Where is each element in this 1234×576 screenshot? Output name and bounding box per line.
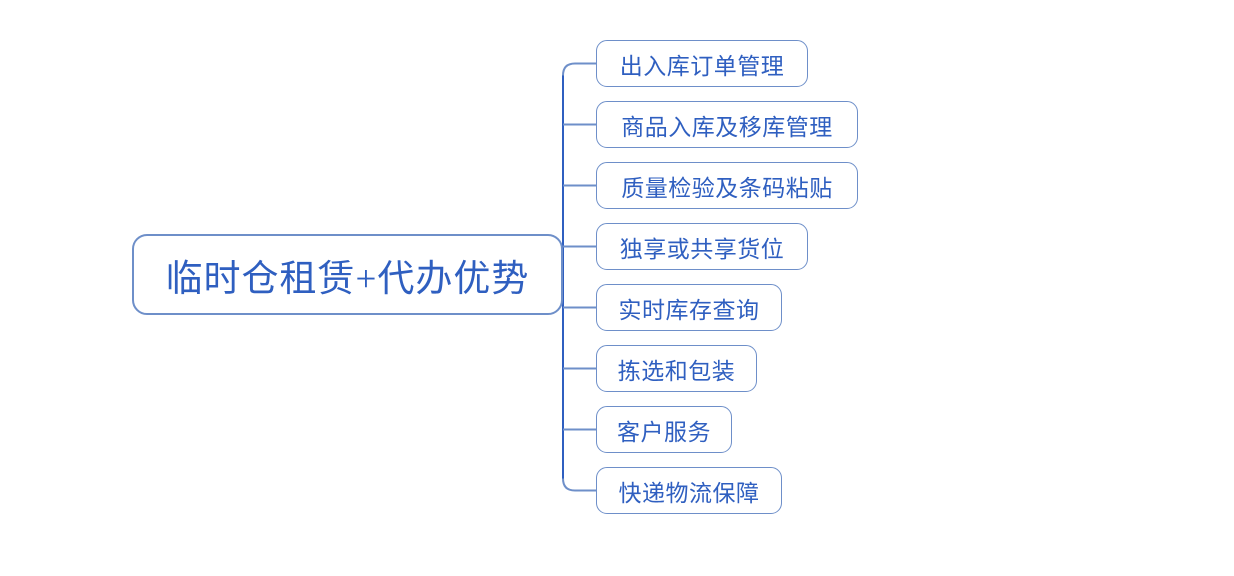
mindmap-node-4-label: 独享或共享货位 (619, 236, 785, 262)
mindmap-node-8-label: 快递物流保障 (618, 480, 760, 506)
mindmap-node-7[interactable]: 客户服务 (596, 406, 732, 453)
mindmap-node-3-label: 质量检验及条码粘贴 (621, 175, 833, 201)
mindmap-node-5-label: 实时库存查询 (618, 297, 760, 323)
mindmap-root-node[interactable]: 临时仓租赁+代办优势 (132, 234, 563, 315)
mindmap-node-6-label: 拣选和包装 (617, 358, 736, 384)
mindmap-node-5[interactable]: 实时库存查询 (596, 284, 782, 331)
mindmap-node-1-label: 出入库订单管理 (619, 53, 785, 79)
mindmap-node-6[interactable]: 拣选和包装 (596, 345, 757, 392)
mindmap-node-8[interactable]: 快递物流保障 (596, 467, 782, 514)
mindmap-node-1[interactable]: 出入库订单管理 (596, 40, 808, 87)
connector-line (562, 478, 596, 492)
mindmap-node-2[interactable]: 商品入库及移库管理 (596, 101, 858, 148)
mindmap-root-label: 临时仓租赁+代办优势 (165, 258, 530, 300)
connector-line (562, 62, 596, 76)
mindmap-node-3[interactable]: 质量检验及条码粘贴 (596, 162, 858, 209)
mindmap-node-2-label: 商品入库及移库管理 (621, 114, 833, 140)
mindmap-node-4[interactable]: 独享或共享货位 (596, 223, 808, 270)
mindmap-node-7-label: 客户服务 (617, 419, 711, 445)
